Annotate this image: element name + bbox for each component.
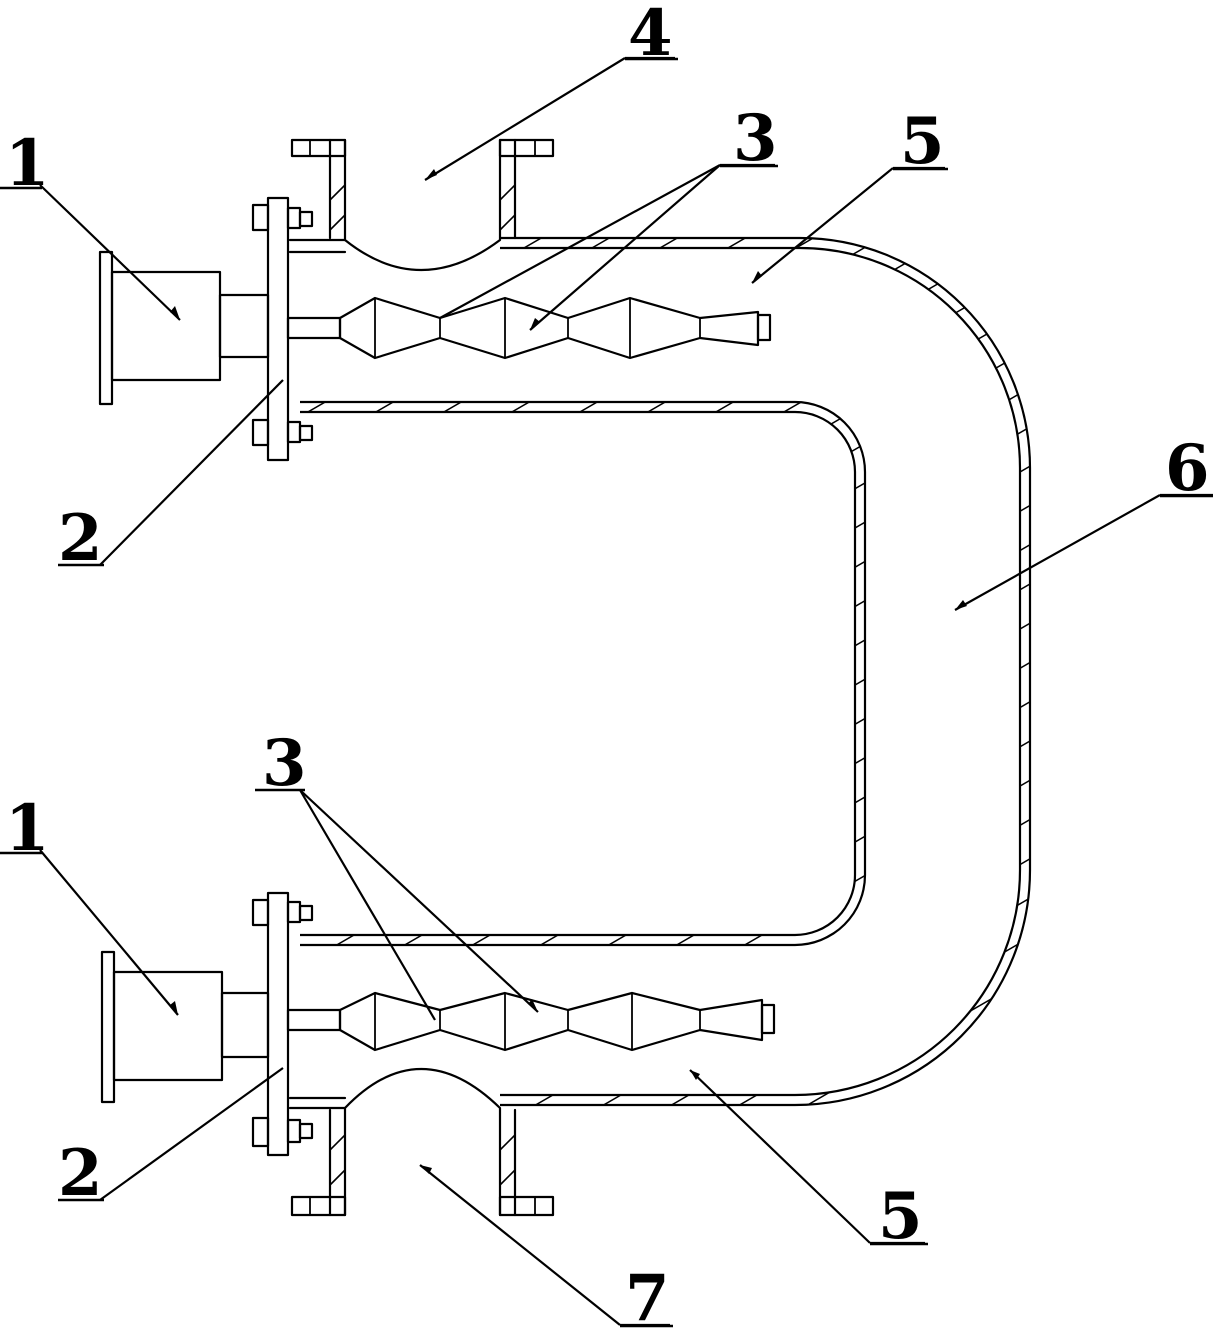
label-motor-bottom: 1 [5,791,50,866]
label-chamber-top: 5 [900,104,945,179]
motor-bottom [100,950,270,1104]
motor-top [98,250,270,406]
arrowheads [170,169,967,1174]
label-flange-bottom: 2 [58,1136,103,1211]
flange-top [251,196,314,462]
inlet-pipe [290,138,555,272]
label-rotor-top: 3 [733,101,778,176]
rotor-top [286,296,772,360]
label-inlet: 4 [628,0,673,71]
flange-bottom [251,891,314,1157]
label-flange-top: 2 [58,501,103,576]
u-pipe-body [288,236,1032,1110]
rotor-bottom [286,991,776,1052]
label-motor-top: 1 [5,126,50,201]
outlet-pipe [290,1068,555,1217]
label-chamber-bottom: 5 [878,1179,923,1254]
leader-lines [39,56,1213,1327]
label-u-pipe: 6 [1165,431,1210,506]
label-outlet: 7 [625,1261,670,1330]
label-rotor-bottom: 3 [262,726,307,801]
